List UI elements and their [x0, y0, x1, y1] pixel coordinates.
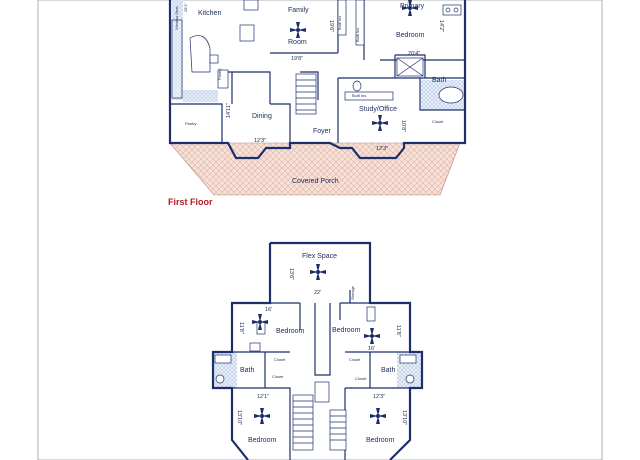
bath-label: Bath	[432, 77, 447, 84]
page-frame	[37, 0, 603, 460]
tl-width: 16'	[265, 307, 272, 313]
window-seat-label: Window Seat	[174, 6, 179, 30]
dining-label: Dining	[252, 113, 272, 120]
first-floor: Kitchen Window Seat 28'1" Family Room 19…	[168, 0, 467, 207]
family-width: 19'8"	[291, 56, 303, 62]
bedroom-bl-label: Bedroom	[248, 437, 277, 444]
dining-height: 14'11"	[226, 103, 232, 118]
closet-right-2-label: Closet	[349, 357, 361, 362]
closet-label: Closet	[432, 119, 444, 124]
covered-porch	[169, 142, 461, 196]
pantry-label: Pantry	[185, 121, 197, 126]
bathtub-icon	[438, 86, 464, 104]
closet-left-2-label: Closet	[274, 357, 286, 362]
br-height: 13'10"	[401, 410, 407, 425]
pantry-2-label: Pantry	[217, 68, 222, 80]
ceiling-fan-icon	[254, 408, 270, 424]
study-height: 10'8"	[400, 120, 406, 132]
built-ins-right	[355, 0, 365, 46]
kitchen-tile	[172, 0, 183, 100]
dining-width: 12'3"	[254, 138, 266, 144]
bedroom-tl-label: Bedroom	[276, 328, 305, 335]
foyer-label: Foyer	[313, 128, 332, 135]
flex-height: 13'6"	[288, 268, 294, 280]
study-label: Study/Office	[359, 106, 397, 113]
ceiling-fan-icon	[370, 408, 386, 424]
kitchen-label: Kitchen	[198, 10, 221, 17]
bedroom-tr-label: Bedroom	[332, 327, 361, 334]
tr-width: 16'	[368, 346, 375, 352]
bath-right-label: Bath	[381, 367, 396, 374]
study-built-ins	[344, 91, 394, 101]
flex-width: 22'	[314, 290, 321, 296]
closet-right-label: Closet	[355, 376, 367, 381]
bathtub-icon	[214, 354, 232, 364]
pantry-cabinet	[217, 69, 229, 89]
toilet-icon	[215, 374, 225, 384]
second-floor: Flex Space 13'6" 22' Storage 16' 11'8" B…	[211, 241, 424, 460]
tr-height: 11'8"	[395, 325, 401, 337]
toilet-icon	[352, 80, 362, 92]
primary-width: 20'4"	[408, 51, 420, 57]
bedroom-br-label: Bedroom	[366, 437, 395, 444]
kitchen-tile-2	[183, 90, 218, 102]
bathtub-icon	[399, 354, 417, 364]
toilet-icon	[405, 374, 415, 384]
built-ins-left	[337, 0, 347, 36]
primary-label: Primary	[400, 3, 425, 10]
ceiling-fan-icon	[310, 264, 326, 280]
tl-height: 11'8"	[238, 322, 244, 334]
family-height: 19'6"	[328, 20, 334, 32]
kitchen-dim: 28'1"	[183, 3, 188, 12]
ceiling-fan-icon	[372, 115, 388, 131]
kitchen-island	[189, 35, 211, 73]
ceiling-fan-icon	[252, 314, 268, 330]
built-ins-left-label: Built Ins	[337, 16, 342, 30]
second-floor-outer-wall	[211, 241, 424, 460]
ceiling-fan-icon	[290, 22, 306, 38]
room-label: Room	[288, 39, 307, 46]
study-built-ins-label: Built Ins	[352, 93, 366, 98]
bl-width: 12'1"	[257, 394, 269, 400]
sink-icon	[442, 4, 462, 16]
built-ins-right-label: Built Ins	[355, 28, 360, 42]
ceiling-fan-icon	[364, 328, 380, 344]
first-floor-title: First Floor	[168, 197, 213, 207]
closet-left-label: Closet	[272, 374, 284, 379]
first-floor-outer-wall	[168, 0, 467, 160]
primary-bedroom-label: Bedroom	[396, 32, 425, 39]
study-width: 12'3"	[376, 146, 388, 152]
flex-space-label: Flex Space	[302, 253, 337, 260]
family-label: Family	[288, 7, 309, 14]
br-width: 12'3"	[373, 394, 385, 400]
stairs-icon	[292, 381, 347, 451]
storage-label: Storage	[350, 285, 355, 300]
covered-porch-label: Covered Porch	[292, 178, 339, 185]
bath-left-label: Bath	[240, 367, 255, 374]
stairs-icon	[295, 73, 317, 115]
primary-height: 14'2"	[438, 20, 444, 32]
bl-height: 13'10"	[236, 410, 242, 425]
